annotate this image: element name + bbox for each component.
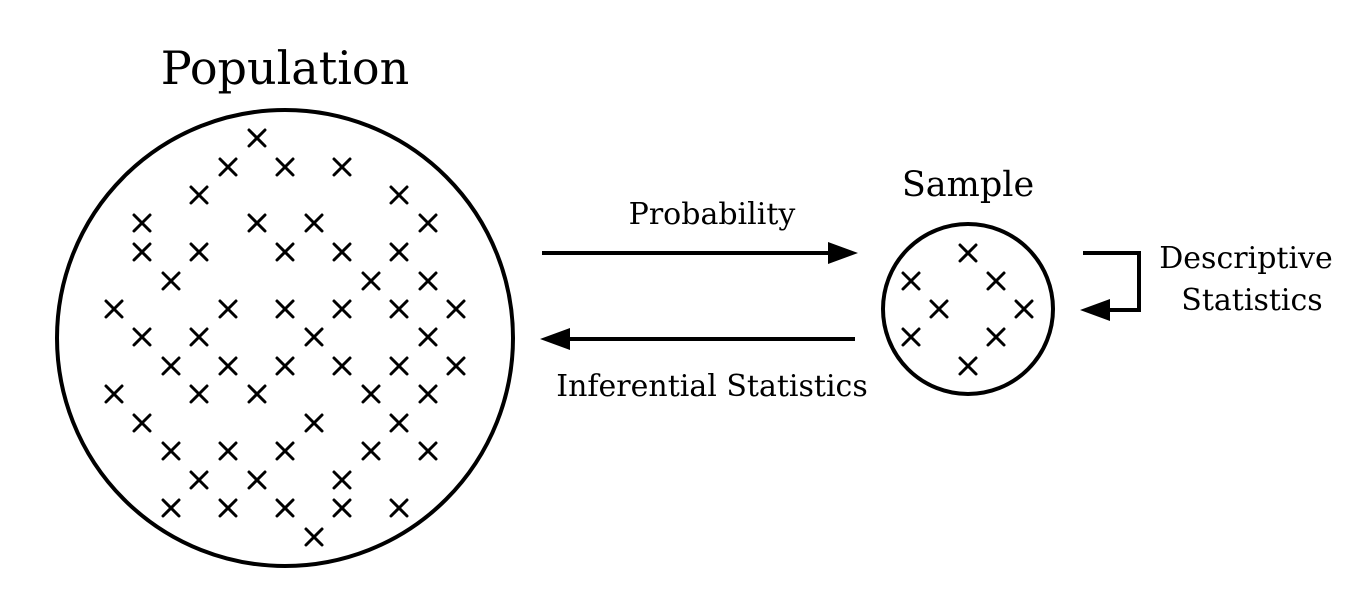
population-cross-mark [189,384,209,404]
population-cross-mark [247,470,267,490]
population-cross-mark [304,527,324,547]
population-cross-mark [304,327,324,347]
population-cross-mark [332,470,352,490]
population-cross-mark [332,356,352,376]
descriptive-label-line2: Statistics [1181,283,1322,318]
descriptive-statistics-arrow [1080,251,1141,321]
population-cross-mark [132,213,152,233]
probability-label: Probability [629,197,796,232]
population-cross-mark [418,271,438,291]
population-cross-mark [332,242,352,262]
population-cross-mark [247,384,267,404]
population-cross-mark [161,356,181,376]
population-cross-mark [189,470,209,490]
population-cross-mark [332,157,352,177]
population-cross-mark [418,384,438,404]
population-cross-mark [389,299,409,319]
population-cross-mark [161,498,181,518]
inferential-statistics-label: Inferential Statistics [556,369,868,404]
population-cross-mark [132,327,152,347]
sample-cross-mark [901,327,921,347]
sample-cross-mark [958,356,978,376]
population-cross-mark [189,185,209,205]
population-cross-mark [361,384,381,404]
population-cross-mark [247,128,267,148]
population-cross-mark [275,299,295,319]
population-cross-mark [389,356,409,376]
sample-cross-mark [986,271,1006,291]
population-marks [104,128,466,547]
population-label: Population [161,41,410,95]
population-cross-mark [275,441,295,461]
population-cross-mark [161,271,181,291]
population-cross-mark [275,157,295,177]
population-cross-mark [389,498,409,518]
population-cross-mark [218,498,238,518]
population-cross-mark [104,299,124,319]
population-cross-mark [446,356,466,376]
population-cross-mark [275,242,295,262]
population-cross-mark [389,242,409,262]
descriptive-label-line1: Descriptive [1159,241,1333,276]
population-cross-mark [332,498,352,518]
sample-circle [881,222,1055,396]
population-cross-mark [304,213,324,233]
population-cross-mark [446,299,466,319]
population-cross-mark [275,356,295,376]
population-cross-mark [132,242,152,262]
population-cross-mark [189,242,209,262]
sample-marks [901,243,1034,376]
sample-cross-mark [958,243,978,263]
population-cross-mark [389,413,409,433]
population-cross-mark [218,157,238,177]
population-cross-mark [304,413,324,433]
population-cross-mark [218,441,238,461]
sample-cross-mark [901,271,921,291]
inferential-statistics-arrow [540,328,855,350]
population-cross-mark [418,213,438,233]
population-cross-mark [218,299,238,319]
population-cross-mark [389,185,409,205]
population-cross-mark [132,413,152,433]
population-cross-mark [104,384,124,404]
sample-cross-mark [1014,299,1034,319]
population-cross-mark [275,498,295,518]
population-cross-mark [361,271,381,291]
sample-cross-mark [929,299,949,319]
probability-arrow [542,242,858,264]
population-circle [55,108,515,568]
sample-label: Sample [902,165,1034,205]
sample-cross-mark [986,327,1006,347]
population-cross-mark [189,327,209,347]
population-cross-mark [332,299,352,319]
population-cross-mark [361,441,381,461]
population-cross-mark [247,213,267,233]
population-cross-mark [418,441,438,461]
population-cross-mark [418,327,438,347]
population-cross-mark [218,356,238,376]
population-cross-mark [161,441,181,461]
